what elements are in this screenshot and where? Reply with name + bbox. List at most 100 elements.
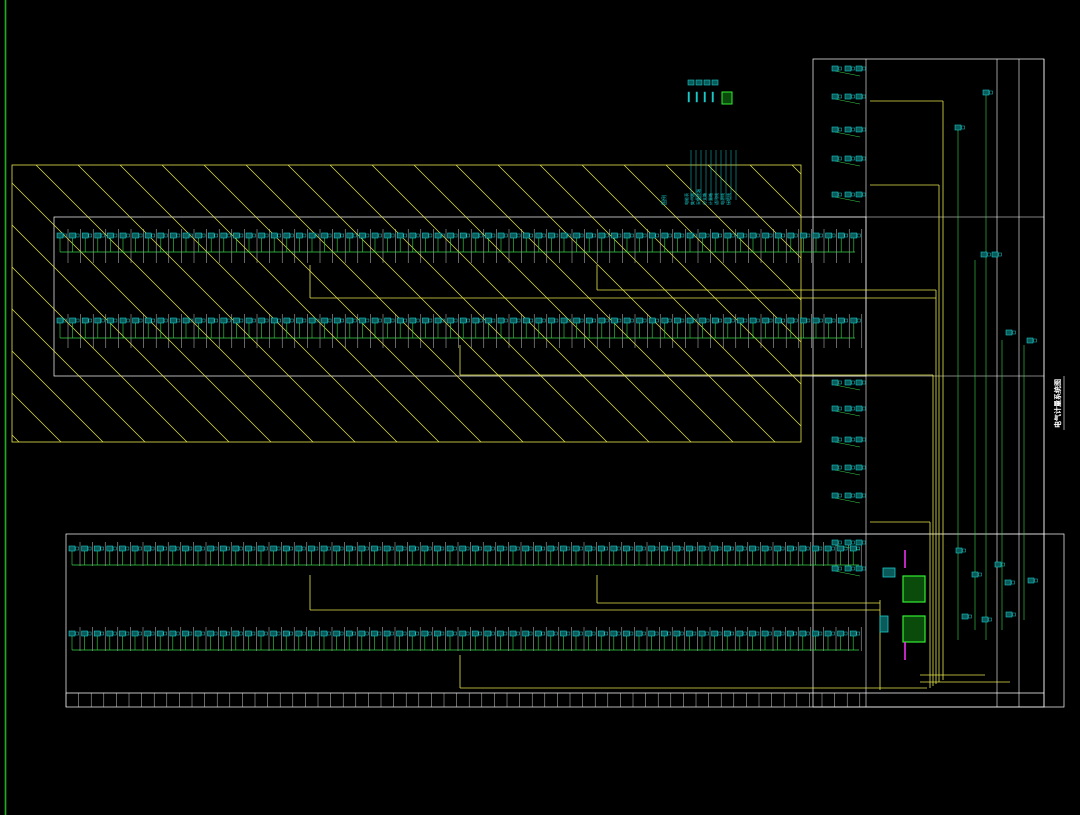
meter-box-outline <box>232 545 240 552</box>
meter-box-outline <box>548 317 555 324</box>
meter-box-label <box>339 546 344 551</box>
meter-box-outline <box>371 232 379 239</box>
meter-box-icon <box>258 232 269 239</box>
meter-box-label <box>176 318 181 323</box>
meter-box-label <box>352 631 356 636</box>
meter-box-icon <box>207 630 218 637</box>
meter-box-outline <box>844 379 852 386</box>
meter-box-label <box>239 233 244 238</box>
meter-box-icon <box>396 630 407 637</box>
meter-box-icon <box>396 545 407 552</box>
meter-box-label <box>806 233 811 238</box>
meter-box-icon <box>534 630 545 637</box>
meter-box-icon <box>955 547 966 554</box>
meter-box-label <box>617 546 621 551</box>
meter-box-outline <box>598 317 606 324</box>
meter-box-icon <box>194 545 205 552</box>
meter-box-icon <box>686 317 697 324</box>
meter-box-label <box>592 318 596 323</box>
meter-box-outline <box>485 232 492 239</box>
meter-box-icon <box>195 317 206 324</box>
meter-box-outline <box>157 232 165 239</box>
meter-box-outline <box>824 545 832 552</box>
meter-box-label <box>126 318 130 323</box>
meter-box-outline <box>207 545 214 552</box>
meter-box-label <box>164 318 168 323</box>
legend-swatch <box>687 79 695 86</box>
meter-box-icon <box>345 630 356 637</box>
meter-box-icon <box>831 191 842 198</box>
meter-box-icon <box>831 93 842 100</box>
meter-box-icon <box>421 630 432 637</box>
meter-box-outline <box>257 545 265 552</box>
meter-box-outline <box>434 630 441 637</box>
meter-box-icon <box>761 630 772 637</box>
meter-box-outline <box>245 232 253 239</box>
meter-box-outline <box>182 545 189 552</box>
meter-box-label <box>441 233 445 238</box>
meter-box-icon <box>182 317 193 324</box>
meter-box-label <box>541 546 545 551</box>
meter-box-icon <box>855 379 866 386</box>
meter-box-label <box>998 252 1002 257</box>
meter-box-outline <box>106 545 114 552</box>
meter-box-label <box>402 546 407 551</box>
meter-box-label <box>252 318 256 323</box>
meter-box-label <box>717 631 722 636</box>
meter-box-icon <box>573 317 584 324</box>
meter-box-label <box>516 318 521 323</box>
terminal-icon <box>882 567 896 578</box>
meter-box-outline <box>560 232 568 239</box>
meter-box-icon <box>132 317 143 324</box>
meter-box-outline <box>447 317 454 324</box>
concentrator-cabinet-upper <box>902 575 926 603</box>
meter-box-label <box>851 406 855 411</box>
meter-box-icon <box>69 232 80 239</box>
meter-box-label <box>88 233 92 238</box>
meter-box-outline <box>396 232 404 239</box>
meter-box-icon <box>597 630 608 637</box>
meter-box-icon <box>787 232 798 239</box>
meter-box-label <box>402 631 407 636</box>
meter-box-icon <box>585 317 596 324</box>
hatch-line <box>791 165 801 175</box>
meter-box-icon <box>131 545 142 552</box>
meter-box-icon <box>686 232 697 239</box>
meter-box-outline <box>471 545 479 552</box>
meter-box-icon <box>371 630 382 637</box>
meter-box-label <box>819 318 823 323</box>
meter-box-outline <box>844 436 852 443</box>
meter-box-outline <box>711 317 719 324</box>
meter-box-outline <box>497 545 504 552</box>
meter-box-label <box>239 318 244 323</box>
meter-box-label <box>353 233 357 238</box>
meter-box-icon <box>170 232 181 239</box>
meter-box-label <box>516 546 520 551</box>
meter-box-outline <box>282 630 290 637</box>
meter-box-outline <box>560 545 567 552</box>
meter-box-outline <box>232 630 240 637</box>
meter-box-icon <box>408 545 419 552</box>
meter-box-outline <box>56 232 64 239</box>
meter-box-label <box>239 631 243 636</box>
meter-box-icon <box>219 545 230 552</box>
meter-box-label <box>75 546 79 551</box>
meter-box-label <box>327 318 332 323</box>
meter-box-outline <box>1004 579 1012 586</box>
meter-box-outline <box>711 545 718 552</box>
meter-box-outline <box>371 630 378 637</box>
meter-box-label <box>554 631 558 636</box>
meter-box-label <box>327 546 331 551</box>
meter-box-outline <box>459 232 467 239</box>
meter-box-label <box>566 631 571 636</box>
meter-box-icon <box>1026 337 1037 344</box>
meter-box-outline <box>1026 337 1034 344</box>
meter-box-label <box>680 233 685 238</box>
meter-box-icon <box>497 545 508 552</box>
meter-box-outline <box>673 545 681 552</box>
drawing-text: 电气计量系统图 <box>1053 376 1065 430</box>
meter-box-label <box>541 631 545 636</box>
hatch-line <box>203 165 482 442</box>
meter-box-label <box>264 233 269 238</box>
